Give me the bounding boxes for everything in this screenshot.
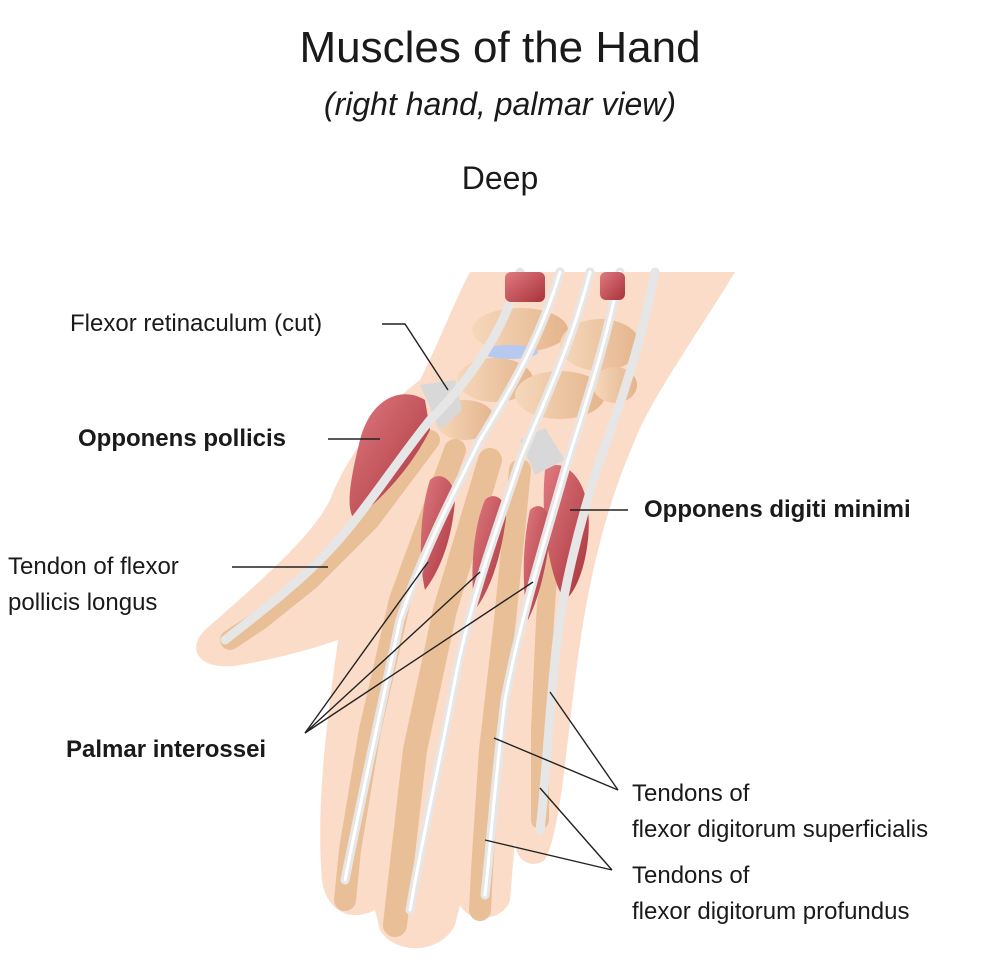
label-opponens-pollicis: Opponens pollicis [78,425,287,452]
label-fdp-line2: flexor digitorum profundus [632,898,910,925]
tendon-highlights [343,270,622,912]
diagram-subtitle: (right hand, palmar view) [323,86,677,122]
label-opponens-digiti-minimi: Opponens digiti minimi [644,496,911,523]
label-fdp-line1: Tendons of [632,862,750,889]
leader-fdp-2 [539,787,613,871]
leader-palmar-interossei-1 [304,561,429,734]
forearm-muscles [505,272,625,302]
label-palmar-interossei: Palmar interossei [66,736,267,763]
label-tendon-fpl-line1: Tendon of flexor [8,553,179,580]
label-fds-line1: Tendons of [632,780,750,807]
leader-fds-2 [549,691,619,791]
leader-palmar-interossei-3 [304,581,534,734]
leader-palmar-interossei-2 [304,571,481,734]
leader-fdp-1 [484,839,613,871]
label-flexor-retinaculum: Flexor retinaculum (cut) [70,310,323,337]
label-tendon-fpl-line2: pollicis longus [8,589,158,616]
leader-flexor-retinaculum [382,323,449,391]
opponens-pollicis-muscle [349,394,430,520]
label-fds-line2: flexor digitorum superficialis [632,816,929,843]
leader-fds-1 [493,737,619,791]
hand-skin-outline [196,272,736,949]
leader-lines [232,323,628,871]
diagram-title: Muscles of the Hand [299,23,701,72]
section-label-deep: Deep [461,160,539,196]
